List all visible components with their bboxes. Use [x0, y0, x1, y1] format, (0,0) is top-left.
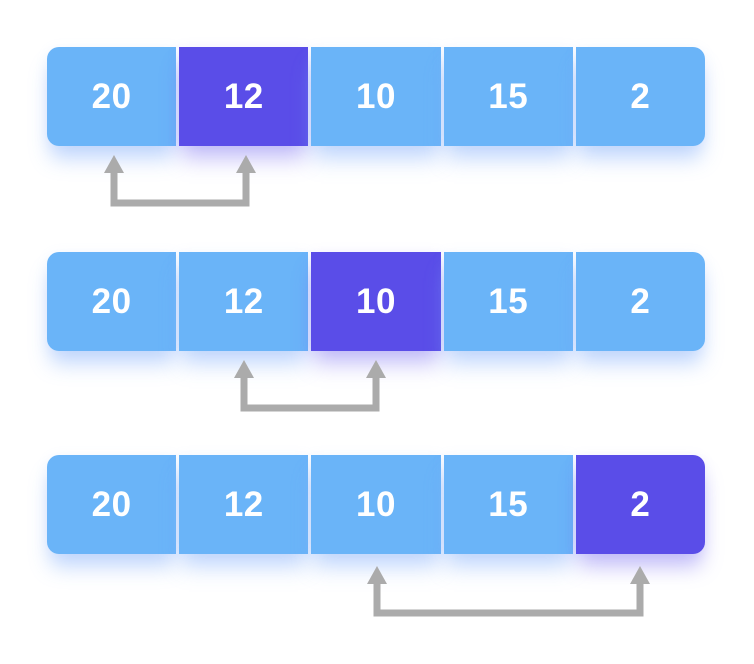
arrow-up-icon: [367, 566, 387, 584]
arrow-up-icon: [234, 360, 254, 378]
array-cell: 10: [311, 455, 441, 554]
swap-arrow-connector: [373, 582, 644, 617]
swap-arrow-connector: [110, 171, 250, 207]
array-cell: 15: [443, 455, 573, 554]
swap-arrow-row1: [104, 155, 256, 207]
array-cell: 20: [47, 252, 177, 351]
array-cell-highlighted: 10: [311, 252, 441, 351]
swap-arrow-row2: [234, 360, 386, 412]
array-row-1: 20 12 10 15 2: [47, 47, 706, 146]
array-cell-highlighted: 12: [179, 47, 309, 146]
array-cell: 2: [575, 252, 706, 351]
swap-arrow-connector: [240, 376, 380, 412]
array-cell: 20: [47, 47, 177, 146]
array-cell-highlighted: 2: [575, 455, 706, 554]
array-row-2: 20 12 10 15 2: [47, 252, 706, 351]
arrow-up-icon: [630, 566, 650, 584]
arrow-up-icon: [104, 155, 124, 173]
arrow-up-icon: [366, 360, 386, 378]
array-cell: 20: [47, 455, 177, 554]
array-cell: 10: [311, 47, 441, 146]
array-cell: 15: [443, 47, 573, 146]
array-cell: 15: [443, 252, 573, 351]
swap-arrow-row3: [367, 566, 650, 617]
arrow-up-icon: [236, 155, 256, 173]
array-row-3: 20 12 10 15 2: [47, 455, 706, 554]
array-cell: 12: [179, 252, 309, 351]
array-cell: 2: [575, 47, 706, 146]
array-cell: 12: [179, 455, 309, 554]
